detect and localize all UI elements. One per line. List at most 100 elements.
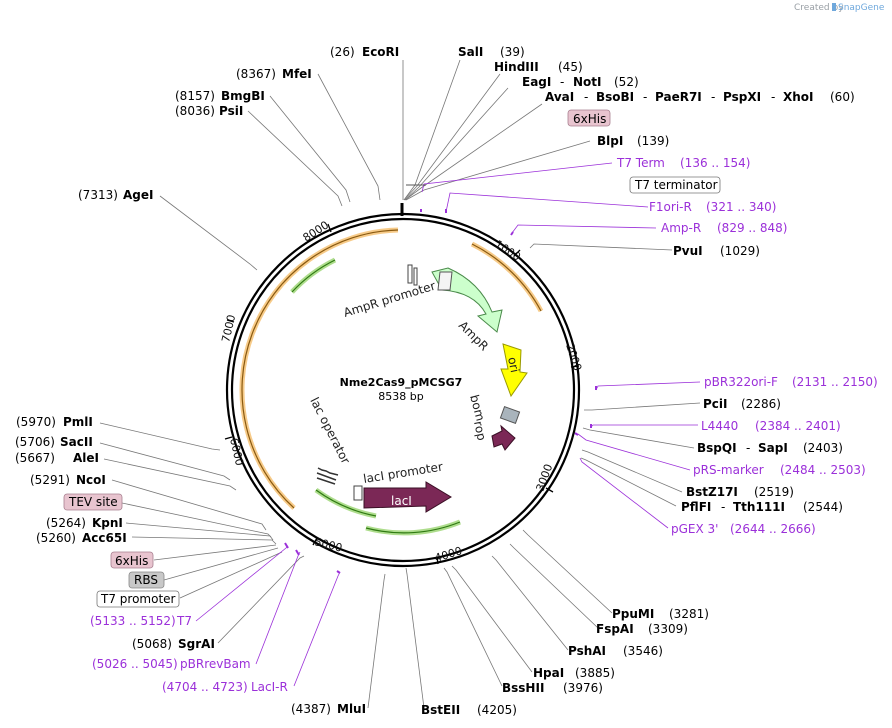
avai-sep2: - xyxy=(643,90,647,104)
psii-name: PsiI xyxy=(219,104,243,118)
credit-brand: SnapGene xyxy=(838,3,885,13)
laci-arrow[interactable] xyxy=(363,481,452,513)
pflfi-name: PflFI xyxy=(681,500,711,514)
blpi-name: BlpI xyxy=(597,134,623,148)
noti-name: NotI xyxy=(573,75,602,89)
plasmid-name: Nme2Cas9_pMCSG7 xyxy=(340,376,463,389)
t7-terminator-text: T7 terminator xyxy=(634,178,718,192)
rop-arrow[interactable] xyxy=(491,424,516,451)
kpni-pos: (5264) xyxy=(46,516,86,530)
pbr322ori-f-range: (2131 .. 2150) xyxy=(792,375,878,389)
ppumi-name: PpuMI xyxy=(612,607,654,621)
pcii-pos: (2286) xyxy=(741,397,781,411)
mfei-pos: (8367) xyxy=(236,67,276,81)
pgex3-range: (2644 .. 2666) xyxy=(730,522,816,536)
orange-arc-left-core xyxy=(241,229,399,509)
pflfi-sep: - xyxy=(721,500,725,514)
ncoi-pos: (5291) xyxy=(30,473,70,487)
rop-label: rop xyxy=(471,420,489,442)
avai-sep3: - xyxy=(711,90,715,104)
ori-label: ori xyxy=(505,356,522,374)
sgrai-pos: (5068) xyxy=(132,637,172,651)
orange-arc-right-core xyxy=(471,243,542,312)
leader-lines-right xyxy=(402,59,701,709)
avai-pos: (60) xyxy=(830,90,855,104)
orange-arc-left xyxy=(239,227,399,510)
pmli-pos: (5970) xyxy=(16,415,56,429)
t7-terminator-box xyxy=(629,176,721,194)
t7term-primer: T7 Term xyxy=(616,156,665,170)
bsobi-name: BsoBI xyxy=(596,90,634,104)
eagi-sep: - xyxy=(560,75,564,89)
ampr-promoter-marker xyxy=(437,271,453,291)
psii-pos: (8036) xyxy=(175,104,215,118)
bstz17i-pos: (2519) xyxy=(754,485,794,499)
ecori-name: EcoRI xyxy=(362,45,399,59)
pvui-name: PvuI xyxy=(673,244,703,258)
alei-pos: (5667) xyxy=(15,451,55,465)
bstz17i-name: BstZ17I xyxy=(686,485,738,499)
blpi-pos: (139) xyxy=(637,134,669,148)
eagi-pos: (52) xyxy=(614,75,639,89)
snapgene-logo-icon xyxy=(832,3,836,11)
laci-promoter-label: lacI promoter xyxy=(362,460,444,486)
sacii-pos: (5706) xyxy=(15,435,55,449)
pflfi-pos: (2544) xyxy=(803,500,843,514)
tick-8000: 8000 xyxy=(301,218,332,244)
bom-box[interactable] xyxy=(499,405,521,425)
bom-label: bom xyxy=(467,393,487,422)
sapi-name: SapI xyxy=(758,441,788,455)
tick-3000: 3000 xyxy=(534,462,556,493)
6xhis-right-tag xyxy=(567,109,611,127)
mlui-pos: (4387) xyxy=(291,702,331,716)
pbrrevbam-primer: pBRrevBam xyxy=(180,657,251,671)
tth111i-name: Tth111I xyxy=(733,500,785,514)
6xhis-right-text: 6xHis xyxy=(573,112,606,126)
rbs-text: RBS xyxy=(134,573,158,587)
primer-marks-right xyxy=(420,209,597,436)
pbrrevbam-range: (5026 .. 5045) xyxy=(92,657,178,671)
lac-operator-marks xyxy=(316,467,339,485)
left-site-labels: (8367) MfeI (8157) BmgBI (8036) PsiI (73… xyxy=(15,67,366,716)
tev-site-tag xyxy=(63,493,123,511)
hindiii-pos: (45) xyxy=(558,60,583,74)
bsteii-pos: (4205) xyxy=(477,703,517,717)
pmli-name: PmlI xyxy=(63,415,93,429)
fspai-name: FspAI xyxy=(596,622,634,636)
t7-promoter-text: T7 promoter xyxy=(100,592,176,606)
f1ori-r-range: (321 .. 340) xyxy=(706,200,776,214)
hindiii-name: HindIII xyxy=(494,60,539,74)
hpai-pos: (3885) xyxy=(575,666,615,680)
ampr-label: AmpR xyxy=(456,318,491,353)
mfei-name: MfeI xyxy=(282,67,312,81)
lac-operator-label: lac operator xyxy=(307,395,353,466)
avai-name: AvaI xyxy=(545,90,574,104)
amp-r-primer: Amp-R xyxy=(661,221,701,235)
bsshii-name: BssHII xyxy=(502,681,544,695)
t7-range: (5133 .. 5152) xyxy=(90,614,176,628)
l4440-primer: L4440 xyxy=(701,419,738,433)
sgrai-name: SgrAI xyxy=(178,637,215,651)
kpni-name: KpnI xyxy=(92,516,123,530)
laci-r-range: (4704 .. 4723) xyxy=(162,680,248,694)
leader-lines-left xyxy=(99,73,386,709)
pvui-pos: (1029) xyxy=(720,244,760,258)
paer7i-name: PaeR7I xyxy=(655,90,702,104)
ruler-ticks xyxy=(224,223,580,565)
t7term-range: (136 .. 154) xyxy=(680,156,750,170)
6xhis-left-tag xyxy=(110,551,154,569)
bspqi-pos: (2403) xyxy=(803,441,843,455)
fspai-pos: (3309) xyxy=(648,622,688,636)
ori-arrow[interactable] xyxy=(500,343,528,398)
bmgbi-name: BmgBI xyxy=(221,89,265,103)
primer-lines-right xyxy=(421,162,701,529)
avai-sep4: - xyxy=(771,90,775,104)
tick-5000: 5000 xyxy=(313,535,343,554)
t7-primer: T7 xyxy=(176,614,192,628)
rbs-tag xyxy=(128,571,165,589)
laci-label: lacI xyxy=(391,494,412,508)
green-arc-bottom-a-core xyxy=(315,489,377,517)
bsteii-name: BstEII xyxy=(421,703,460,717)
primer-marks-left xyxy=(284,542,341,574)
